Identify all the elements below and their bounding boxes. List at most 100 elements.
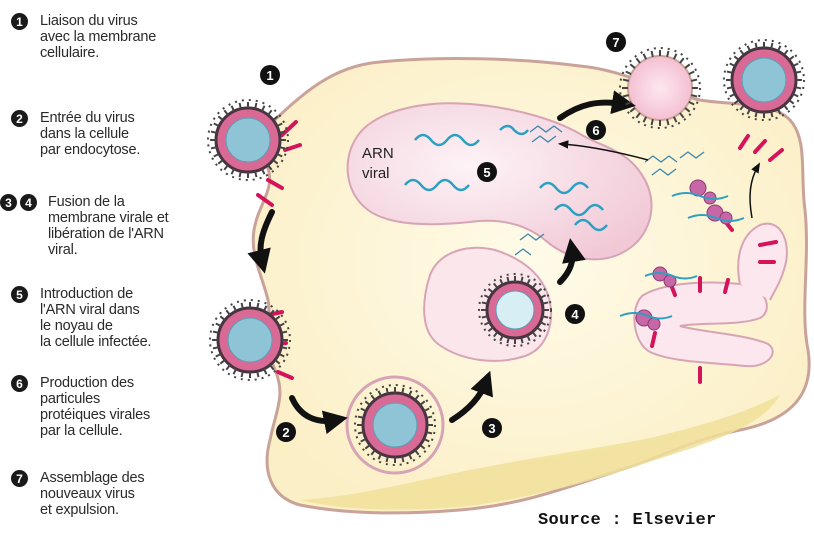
spike	[652, 51, 653, 57]
spike	[232, 169, 235, 174]
spike	[240, 171, 241, 177]
spike	[756, 43, 757, 49]
spike	[255, 103, 256, 109]
spike	[358, 417, 364, 418]
step-marker-5: 5	[477, 162, 497, 182]
spike	[279, 132, 285, 133]
spike	[216, 324, 221, 327]
spike	[730, 64, 735, 67]
spike	[691, 95, 697, 96]
spike	[542, 302, 548, 303]
rna-label-line1: ARN	[362, 145, 394, 162]
spike	[795, 72, 801, 73]
step-marker-label: 1	[266, 68, 273, 83]
spike	[232, 106, 235, 111]
spike	[214, 124, 219, 127]
spike	[224, 110, 228, 115]
spike	[264, 369, 267, 374]
spike	[623, 95, 629, 96]
spike	[482, 302, 488, 303]
spike	[262, 169, 265, 174]
spike	[482, 316, 488, 317]
step-marker-3: 3	[482, 418, 502, 438]
spike	[213, 332, 219, 333]
spike	[242, 371, 243, 377]
spike	[793, 64, 798, 67]
spike	[727, 87, 733, 88]
spike	[784, 105, 788, 110]
spike	[213, 347, 219, 348]
spike	[387, 456, 388, 462]
spike	[667, 51, 668, 57]
step-marker-7: 7	[606, 32, 626, 52]
spike	[218, 116, 223, 120]
spike	[784, 50, 788, 55]
step-marker-label: 7	[612, 35, 619, 50]
step-marker-label: 5	[483, 165, 490, 180]
spike	[220, 360, 225, 364]
spike	[626, 72, 631, 75]
spike	[255, 171, 256, 177]
step-marker-2: 2	[276, 422, 296, 442]
spike	[257, 303, 258, 309]
step-marker-4: 4	[565, 304, 585, 324]
spike	[748, 46, 751, 51]
spike	[730, 94, 735, 97]
spike	[771, 111, 772, 117]
spike	[218, 160, 223, 164]
spike	[211, 132, 217, 133]
spike	[507, 337, 508, 343]
spike	[685, 64, 690, 68]
spike	[636, 58, 640, 63]
spike	[279, 147, 285, 148]
spike	[402, 388, 403, 394]
virus-fusing	[479, 274, 551, 346]
spike	[689, 72, 694, 75]
spike	[795, 87, 801, 88]
spike	[667, 119, 668, 125]
spike	[652, 119, 653, 125]
spike	[521, 337, 522, 343]
step-marker-label: 4	[571, 307, 579, 322]
spike	[426, 417, 432, 418]
source-credit: Source : Elsevier	[538, 511, 717, 530]
spike	[226, 310, 230, 315]
spike	[268, 110, 272, 115]
spike	[257, 371, 258, 377]
spike	[242, 303, 243, 309]
spike	[789, 56, 794, 60]
spike	[623, 80, 629, 81]
spike	[507, 277, 508, 283]
spike	[521, 277, 522, 283]
step-marker-6: 6	[586, 120, 606, 140]
spike	[358, 432, 364, 433]
spike	[778, 46, 781, 51]
spike	[281, 332, 287, 333]
spike	[224, 165, 228, 170]
spike	[771, 43, 772, 49]
spike	[234, 306, 237, 311]
step-marker-label: 3	[488, 421, 495, 436]
spike	[387, 388, 388, 394]
spike	[216, 354, 221, 357]
spike	[644, 54, 647, 59]
spike	[734, 56, 739, 60]
spike	[262, 106, 265, 111]
spike	[281, 347, 287, 348]
step-marker-label: 6	[592, 123, 599, 138]
step-marker-label: 2	[282, 425, 289, 440]
spike	[727, 72, 733, 73]
spike	[630, 64, 635, 68]
spike	[789, 100, 794, 104]
spike	[211, 147, 217, 148]
spike	[793, 94, 798, 97]
spike	[240, 103, 241, 109]
rna-label-line2: viral	[362, 165, 390, 182]
spike	[542, 316, 548, 317]
spike	[691, 80, 697, 81]
spike	[680, 58, 684, 63]
spike	[234, 369, 237, 374]
spike	[674, 54, 677, 59]
spike	[214, 154, 219, 157]
